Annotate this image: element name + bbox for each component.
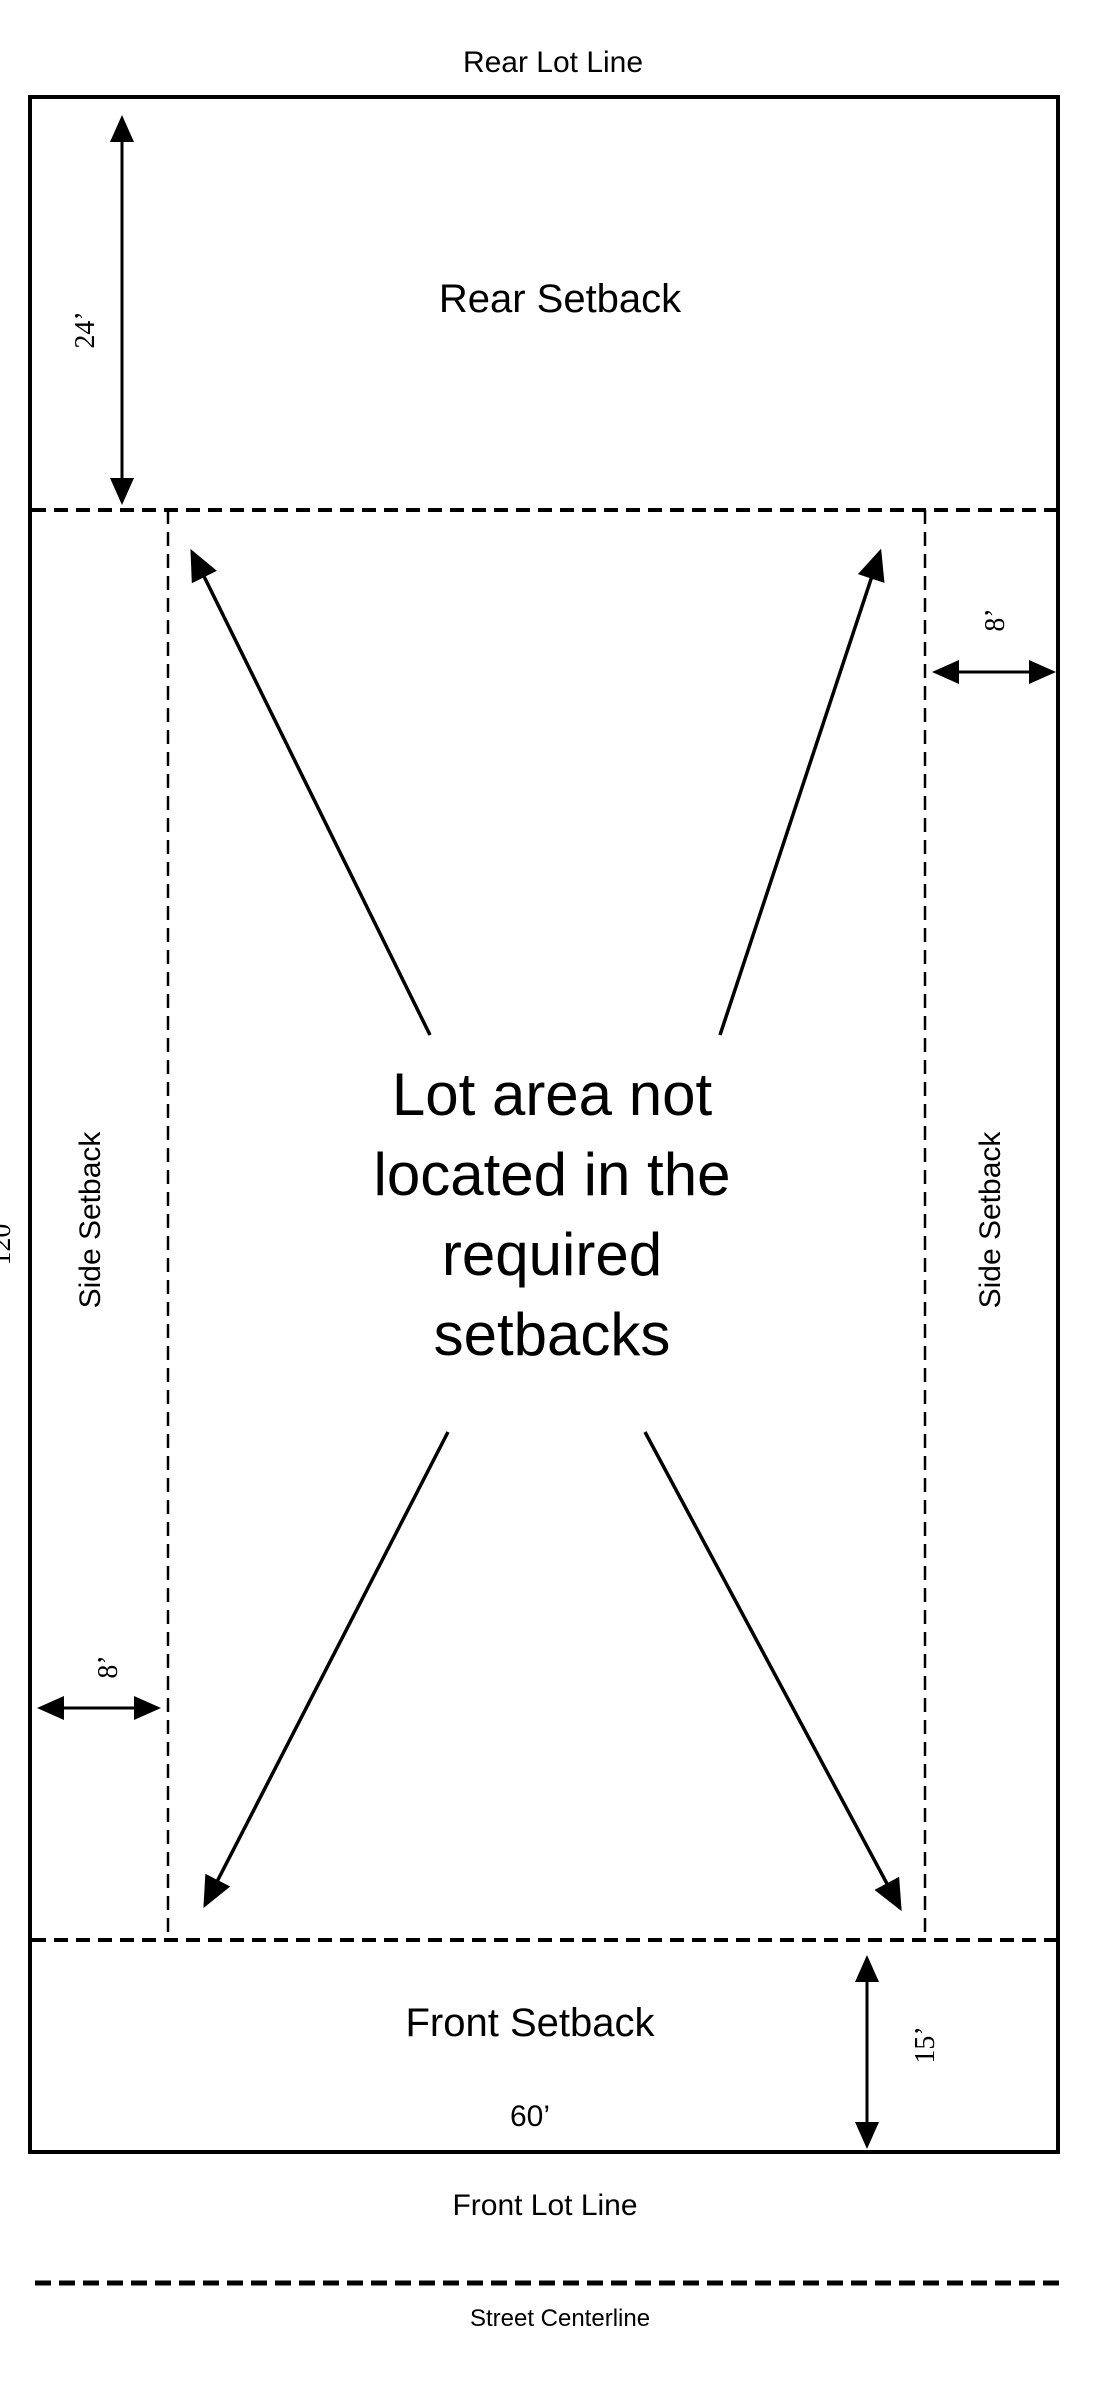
arrow-top-right [718,548,885,1036]
left-side-setback-dimension: 8’ [93,1655,124,1678]
buildable-area-line-3: required [442,1221,662,1288]
arrow-bottom-right [643,1431,902,1912]
buildable-area-line-4: setbacks [434,1301,671,1368]
front-lot-line-label: Front Lot Line [452,2189,637,2222]
lot-boundary [28,95,1060,2154]
buildable-area-line-1: Lot area not [392,1061,713,1128]
front-setback-dimension: 15’ [910,2026,941,2063]
rear-setback-label: Rear Setback [439,277,682,321]
buildable-area-label: Lot area not located in the required set… [374,1061,731,1368]
arrow-top-left [190,548,432,1036]
rear-setback-dimension: 24’ [70,311,101,348]
lot-depth-dimension: 120’ [0,1214,17,1265]
rear-lot-line-label: Rear Lot Line [463,46,643,79]
right-side-setback-label: Side Setback [974,1131,1007,1309]
street-centerline-label: Street Centerline [470,2305,650,2332]
left-side-setback-label: Side Setback [74,1131,107,1309]
lot-width-dimension: 60’ [510,2100,550,2133]
buildable-area-line-2: located in the [374,1141,731,1208]
arrow-bottom-left [203,1431,450,1909]
front-setback-label: Front Setback [405,2001,655,2045]
right-side-setback-dimension: 8’ [980,608,1011,631]
